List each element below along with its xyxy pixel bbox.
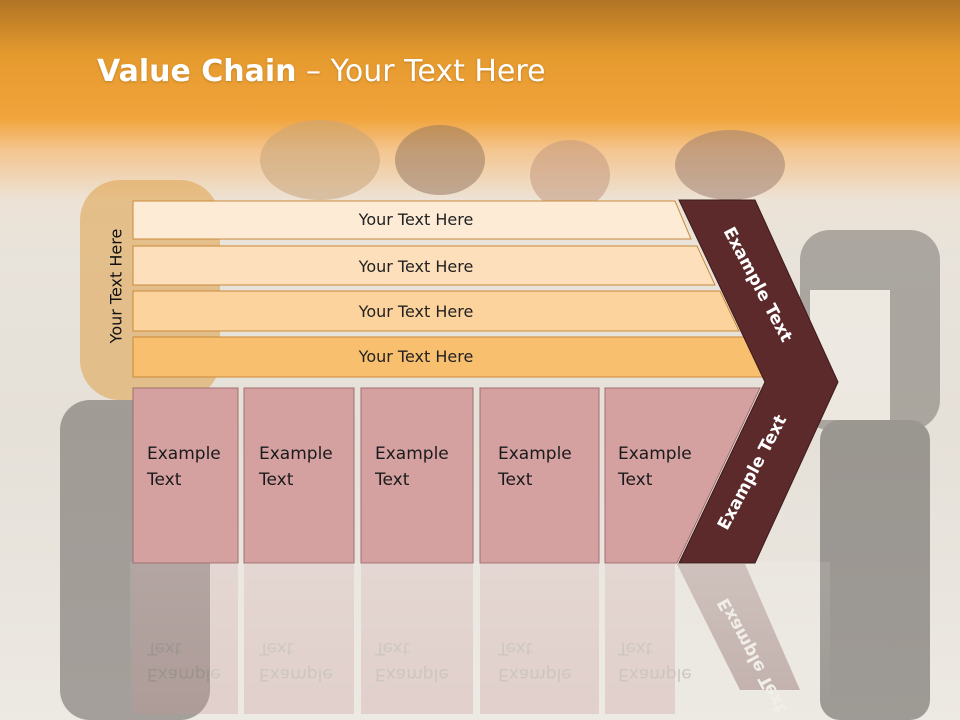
row-4: Your Text Here	[132, 336, 764, 378]
activity-box-3: Example Text	[360, 387, 474, 564]
activity-box-2-shape	[243, 387, 355, 564]
row-3-band	[132, 290, 740, 332]
row-2-label: Your Text Here	[358, 257, 474, 276]
chevron-arrow-shape	[678, 199, 839, 564]
activity-box-3-shape	[360, 387, 474, 564]
row-1-label: Your Text Here	[358, 210, 474, 229]
diagram-reflection: Example Text Example Text Example Text E…	[130, 562, 830, 720]
row-3: Your Text Here	[132, 290, 740, 332]
activity-box-3-line1: Example	[375, 444, 449, 464]
row-2-band	[132, 245, 716, 286]
activity-box-5: Example Text	[604, 387, 761, 564]
activity-box-4-shape	[479, 387, 600, 564]
activity-box-4: Example Text	[479, 387, 600, 564]
activity-box-5-line2: Text	[617, 470, 653, 490]
activity-box-5-line1: Example	[618, 444, 692, 464]
row-1: Your Text Here	[132, 200, 692, 240]
activity-box-1-shape	[132, 387, 239, 564]
activity-box-2: Example Text	[243, 387, 355, 564]
slide-title: Value Chain – Your Text Here	[97, 54, 546, 89]
row-3-label: Your Text Here	[358, 302, 474, 321]
activity-box-4-line1: Example	[498, 444, 572, 464]
activity-box-2-line2: Text	[258, 470, 294, 490]
row-4-label: Your Text Here	[358, 347, 474, 366]
activity-box-4-line2: Text	[497, 470, 533, 490]
row-1-band	[132, 200, 692, 240]
row-2: Your Text Here	[132, 245, 716, 286]
activity-box-1-line2: Text	[146, 470, 182, 490]
activity-box-5-shape	[604, 387, 761, 564]
activity-box-3-line2: Text	[374, 470, 410, 490]
activity-box-1-line1: Example	[147, 444, 221, 464]
activity-box-2-line1: Example	[259, 444, 333, 464]
activity-box-1: Example Text	[132, 387, 239, 564]
